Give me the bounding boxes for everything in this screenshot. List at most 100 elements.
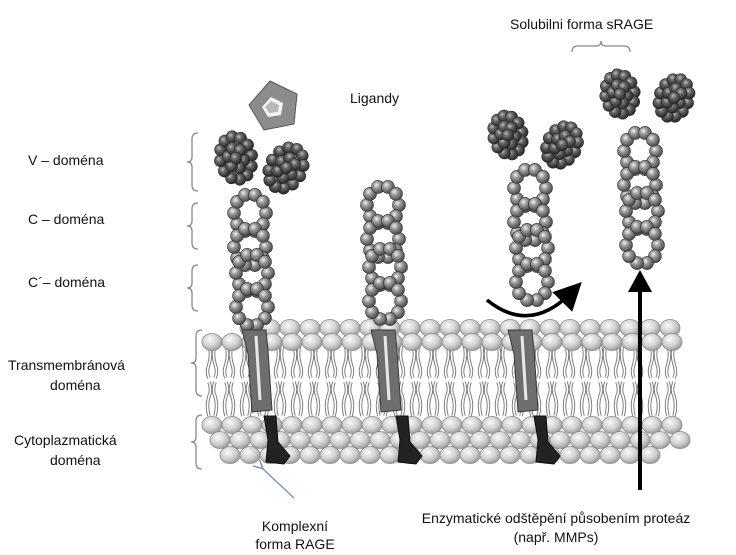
lipid-head (402, 334, 422, 351)
lipid-head (570, 432, 590, 449)
lipid-head (430, 432, 450, 449)
lipid-head (442, 334, 462, 351)
lipid-head (282, 417, 302, 434)
lipid-head (670, 432, 690, 449)
domain-bead (391, 283, 404, 296)
domain-bead (646, 167, 659, 180)
lipid-head (460, 447, 480, 464)
lipid-head (422, 334, 442, 351)
lipid-head (642, 417, 662, 434)
lipid-head (320, 447, 340, 464)
label-c-domain: C – doména (28, 211, 104, 228)
v-domain (253, 133, 318, 203)
brace-v-domain (187, 133, 198, 191)
transmembrane-segment (371, 330, 401, 412)
domain-bead (648, 193, 661, 206)
lipid-head (222, 417, 242, 434)
lipid-tail-pair (480, 344, 489, 416)
lipid-head (202, 417, 222, 434)
lipid-head (450, 432, 470, 449)
lipid-tail-pair (293, 344, 302, 416)
lipid-head (560, 447, 580, 464)
domain-bead (536, 204, 549, 217)
lipid-head (562, 334, 582, 351)
lipid-head (440, 447, 460, 464)
lipid-head (322, 334, 342, 351)
lipid-tail-pair (497, 344, 506, 416)
lipid-head (242, 417, 262, 434)
lipid-tail-pair (344, 344, 353, 416)
lipid-tail-pair (650, 344, 659, 416)
lipid-head (582, 417, 602, 434)
lipid-head (330, 432, 350, 449)
lipid-head (642, 334, 662, 351)
lipid-head (582, 334, 602, 351)
lipid-tail-pair (667, 344, 676, 416)
lipid-head (350, 432, 370, 449)
lipid-head (602, 334, 622, 351)
lipid-head (360, 447, 380, 464)
lipid-head (300, 447, 320, 464)
lipid-head (442, 417, 462, 434)
lipid-head (620, 447, 640, 464)
lipid-head (470, 432, 490, 449)
brace-c2-domain (187, 265, 198, 311)
lipid-tail-pair (582, 344, 591, 416)
lipid-tail-pair (225, 344, 234, 416)
label-ligands: Ligandy (350, 90, 399, 107)
domain-bead (538, 230, 551, 243)
label-c2-domain: C´– doména (28, 274, 105, 291)
transmembrane-segment (242, 330, 272, 412)
brace-cytoplasmic (191, 415, 202, 469)
lipid-head (602, 417, 622, 434)
lipid-head (370, 432, 390, 449)
lipid-tail-pair (616, 344, 625, 416)
lipid-head (420, 447, 440, 464)
lipid-tail-pair (463, 344, 472, 416)
lipid-head (482, 417, 502, 434)
label-cleavage-1: Enzymatické odštěpění působením proteáz (378, 510, 734, 527)
v-domain (646, 67, 702, 129)
domain-bead (256, 195, 269, 208)
pointer-line (262, 468, 294, 498)
lipid-head (482, 334, 502, 351)
brace-transmembrane (191, 330, 202, 396)
label-cytoplasmic-1: Cytoplazmatická (14, 432, 117, 449)
domain-bead (389, 187, 402, 200)
brace-c-domain (187, 203, 198, 249)
label-complex-1: Komplexní (240, 518, 350, 535)
label-soluble-form: Solubilni forma sRAGE (510, 16, 653, 33)
lipid-head (282, 334, 302, 351)
pentagon-ligand-icon (249, 81, 297, 130)
v-domain (596, 66, 643, 122)
lipid-head (380, 447, 400, 464)
lipid-tail-pair (412, 344, 421, 416)
domain-bead (648, 227, 661, 240)
lipid-head (562, 417, 582, 434)
lipid-tail-pair (429, 344, 438, 416)
domain-bead (538, 264, 551, 277)
label-v-domain: V – doména (28, 152, 104, 169)
lipid-head (510, 432, 530, 449)
brace-soluble-form (572, 41, 630, 52)
lipid-head (240, 447, 260, 464)
lipid-head (662, 334, 682, 351)
lipid-head (662, 417, 682, 434)
v-domain (210, 127, 263, 189)
lipid-head (230, 432, 250, 449)
lipid-head (222, 334, 242, 351)
lipid-head (462, 334, 482, 351)
lipid-head (490, 432, 510, 449)
lipid-tail-pair (599, 344, 608, 416)
domain-bead (258, 289, 271, 302)
lipid-head (290, 432, 310, 449)
domain-bead (258, 255, 271, 268)
lipid-head (500, 447, 520, 464)
v-domain (483, 106, 533, 164)
lipid-head (342, 334, 362, 351)
lipid-head (600, 447, 620, 464)
lipid-head (502, 417, 522, 434)
lipid-head (340, 447, 360, 464)
lipid-head (310, 432, 330, 449)
